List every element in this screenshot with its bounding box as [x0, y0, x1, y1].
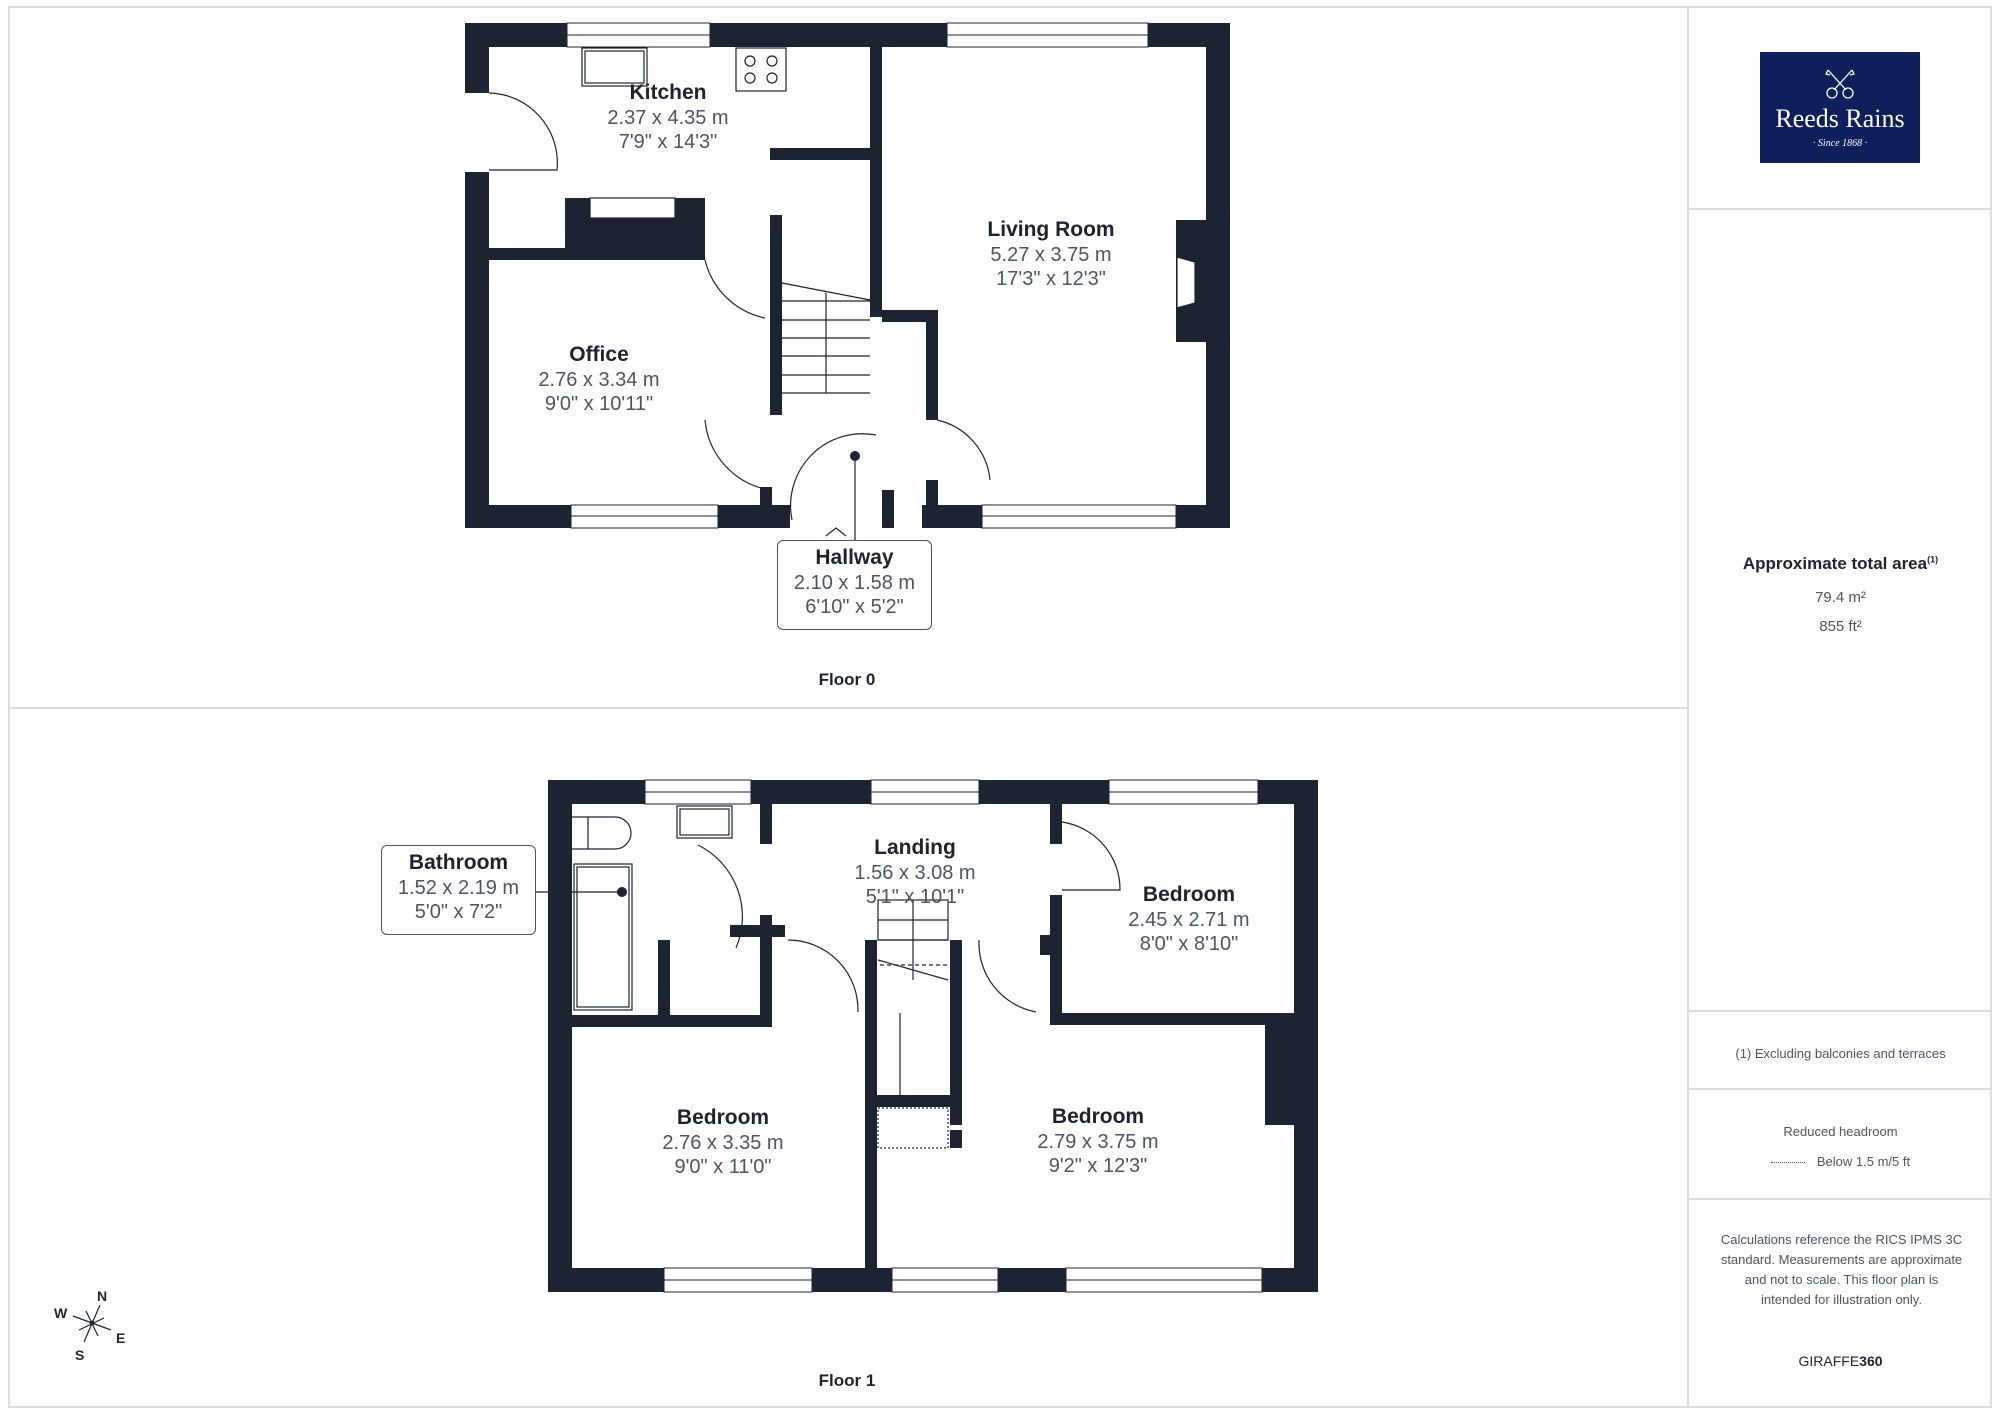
area-footnote-mark: (1) — [1927, 554, 1939, 565]
floor-1-fixtures — [530, 805, 1121, 1149]
area-metric: 79.4 m² — [1815, 589, 1866, 606]
room-dim-metric: 2.76 x 3.35 m — [662, 1132, 784, 1154]
disclaimer-text: Calculations reference the RICS IPMS 3C … — [1720, 1232, 1963, 1307]
room-dim-metric: 2.10 x 1.58 m — [793, 572, 916, 594]
info-panel: Reeds Rains · Since 1868 · Approximate t… — [1687, 6, 1992, 1408]
brand-name: Reeds Rains — [1775, 104, 1905, 133]
compass-west-label: W — [54, 1305, 68, 1321]
room-name: Bedroom — [1142, 883, 1236, 906]
panel-divider — [1689, 1088, 1992, 1090]
hallway-marker-dot — [850, 451, 860, 461]
room-name: Hallway — [815, 546, 894, 569]
floor-title-0: Floor 0 — [818, 670, 876, 689]
room-label-kitchen: Kitchen 2.37 x 4.35 m 7'9" x 14'3" — [607, 80, 728, 154]
bathroom-marker-dot — [617, 887, 627, 897]
room-label-landing: Landing 1.56 x 3.08 m 5'1" x 10'1" — [854, 835, 975, 909]
room-name: Kitchen — [629, 81, 707, 104]
panel-divider — [1689, 1198, 1992, 1200]
room-callout-bathroom: Bathroom 1.52 x 2.19 m 5'0" x 7'2" — [381, 845, 536, 935]
area-footnote: (1) Excluding balconies and terraces — [1735, 1046, 1946, 1061]
room-dim-metric: 2.37 x 4.35 m — [607, 107, 729, 129]
room-label-living-room: Living Room 5.27 x 3.75 m 17'3" x 12'3" — [987, 217, 1114, 291]
floor-0-windows — [566, 22, 1177, 529]
floor-1-windows — [644, 779, 1263, 1293]
floor-title-1: Floor 1 — [818, 1371, 876, 1390]
area-title: Approximate total area(1) — [1689, 554, 1992, 574]
room-name: Bedroom — [1051, 1105, 1145, 1128]
room-dim-imperial: 7'9" x 14'3" — [618, 131, 718, 153]
room-label-bedroom-small: Bedroom 2.45 x 2.71 m 8'0" x 8'10" — [1128, 882, 1249, 956]
panel-divider — [1689, 1010, 1992, 1012]
room-dim-imperial: 9'0" x 11'0" — [674, 1156, 772, 1178]
room-label-bedroom-right: Bedroom 2.79 x 3.75 m 9'2" x 12'3" — [1037, 1104, 1158, 1178]
compass-south-label: S — [75, 1347, 85, 1363]
brand-logo: Reeds Rains · Since 1868 · — [1760, 52, 1920, 163]
room-dim-metric: 5.27 x 3.75 m — [990, 244, 1112, 266]
brand-suffix: 360 — [1859, 1353, 1883, 1369]
room-dim-imperial: 8'0" x 8'10" — [1139, 933, 1239, 955]
dotted-line-icon — [1770, 1162, 1805, 1164]
compass-icon — [72, 1304, 112, 1343]
room-dim-metric: 1.56 x 3.08 m — [854, 862, 976, 884]
panel-divider — [1689, 208, 1992, 210]
floor-0-walls — [465, 23, 1230, 528]
room-name: Landing — [874, 836, 956, 859]
room-label-office: Office 2.76 x 3.34 m 9'0" x 10'11" — [538, 342, 659, 416]
area-title-text: Approximate total area — [1742, 554, 1928, 573]
floor-1-walls — [548, 780, 1318, 1292]
room-dim-imperial: 17'3" x 12'3" — [996, 268, 1106, 290]
room-label-bedroom-left: Bedroom 2.76 x 3.35 m 9'0" x 11'0" — [662, 1105, 783, 1179]
legend-title: Reduced headroom — [1783, 1124, 1898, 1139]
brand-tagline: · Since 1868 · — [1812, 138, 1868, 149]
floor-divider — [8, 707, 1687, 709]
legend-item-label: Below 1.5 m/5 ft — [1816, 1154, 1911, 1169]
legend-item: Below 1.5 m/5 ft — [1689, 1154, 1992, 1169]
room-dim-imperial: 5'0" x 7'2" — [414, 901, 503, 923]
room-name: Living Room — [987, 218, 1115, 241]
room-dim-metric: 1.52 x 2.19 m — [397, 877, 520, 899]
room-dim-metric: 2.79 x 3.75 m — [1037, 1131, 1159, 1153]
compass-east-label: E — [116, 1330, 126, 1346]
room-dim-imperial: 6'10" x 5'2" — [805, 596, 904, 618]
room-name: Office — [569, 343, 629, 366]
brand-prefix: GIRAFFE — [1798, 1353, 1860, 1369]
room-dim-imperial: 9'0" x 10'11" — [544, 393, 654, 415]
room-dim-imperial: 9'2" x 12'3" — [1048, 1155, 1148, 1177]
room-dim-imperial: 5'1" x 10'1" — [865, 886, 965, 908]
giraffe360-brand: GIRAFFE360 — [1689, 1353, 1992, 1369]
area-imperial: 855 ft² — [1819, 618, 1862, 635]
room-dim-metric: 2.45 x 2.71 m — [1128, 909, 1250, 931]
compass-north-label: N — [97, 1288, 108, 1304]
room-name: Bathroom — [408, 851, 509, 874]
floor-0-fixtures — [488, 47, 1196, 540]
room-dim-metric: 2.76 x 3.34 m — [538, 369, 660, 391]
crossed-keys-icon — [1825, 69, 1855, 99]
room-name: Bedroom — [676, 1106, 770, 1129]
room-callout-hallway: Hallway 2.10 x 1.58 m 6'10" x 5'2" — [777, 540, 932, 630]
